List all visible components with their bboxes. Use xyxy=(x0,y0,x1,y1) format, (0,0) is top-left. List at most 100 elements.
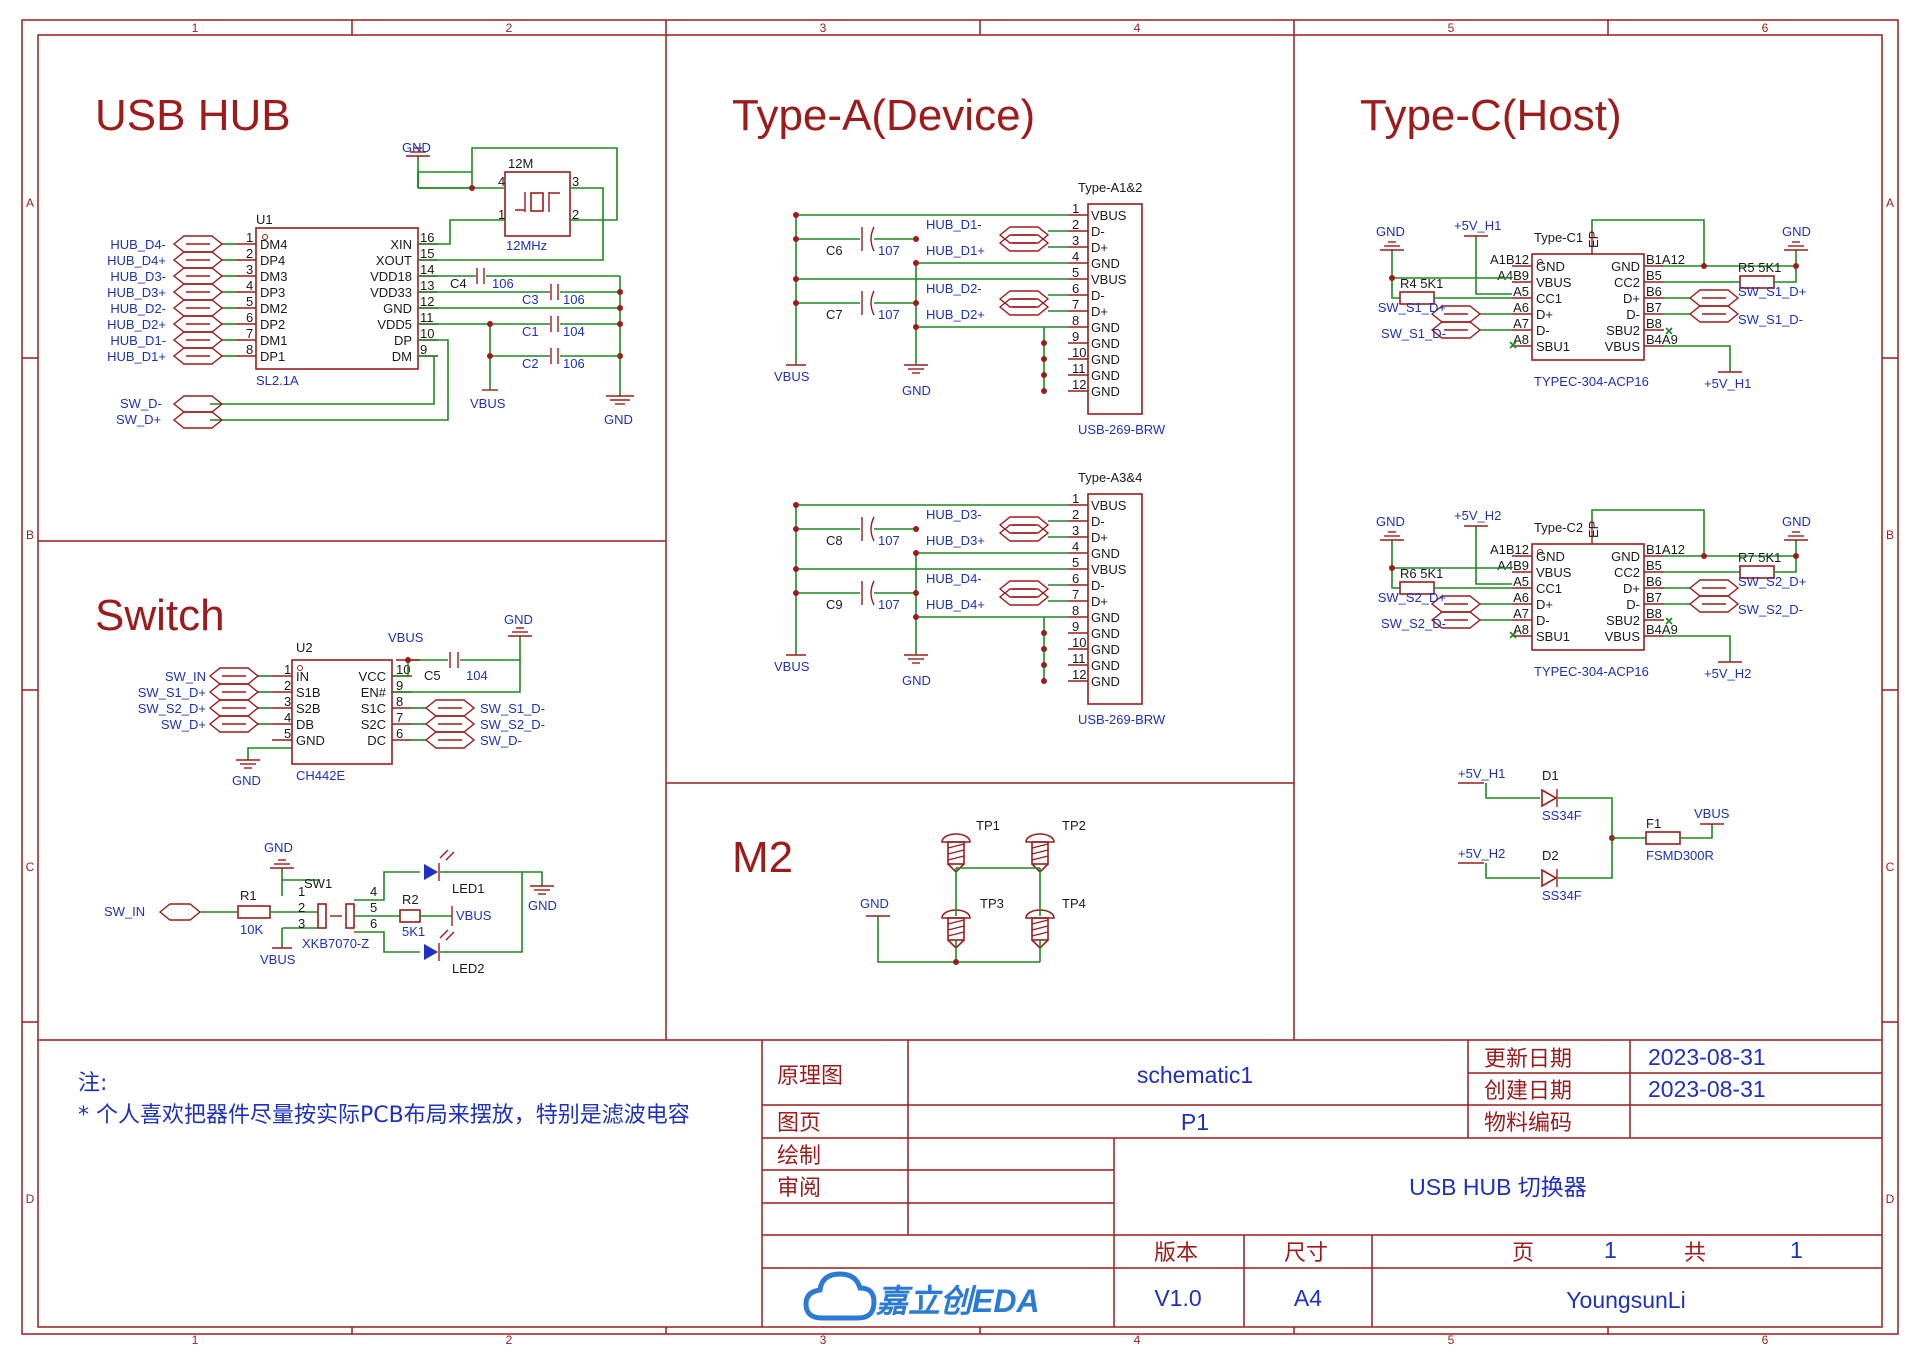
u2-net-2: SW_S1_D+ xyxy=(138,685,206,700)
type-a-port-hub-d1-[interactable] xyxy=(998,234,1050,252)
ruler-col-3-bottom: 3 xyxy=(820,1333,827,1347)
crystal-body[interactable] xyxy=(504,171,571,237)
type-a-port-hub-d3-[interactable] xyxy=(998,516,1050,534)
c3-value: 106 xyxy=(563,292,585,307)
diode-d1[interactable] xyxy=(1541,788,1558,808)
type-a-connector-0[interactable] xyxy=(1087,203,1143,415)
type-c-net-left-0-1: SW_S1_D- xyxy=(1381,326,1446,341)
type-c-port-left-1-1[interactable] xyxy=(1430,611,1482,629)
type-a-port-hub-d4-[interactable] xyxy=(998,588,1050,606)
u2-body[interactable] xyxy=(291,659,393,765)
type-c-tag-0: Type-C1 xyxy=(1534,230,1583,245)
resistor-r1[interactable] xyxy=(237,905,271,919)
tb-version-label: 版本 xyxy=(1154,1241,1198,1266)
d1-ref: D1 xyxy=(1542,768,1559,783)
type-a-cap-val-C8: 107 xyxy=(878,533,900,548)
type-a-port-hub-d3-[interactable] xyxy=(998,524,1050,542)
type-c-connector-1[interactable] xyxy=(1531,543,1645,651)
type-a-port-hub-d2-[interactable] xyxy=(998,290,1050,308)
logo-text: 嘉立创EDA xyxy=(876,1283,1040,1319)
type-c-port-right-1-1[interactable] xyxy=(1688,595,1740,613)
type-c-pwr-right-0: +5V_H1 xyxy=(1704,376,1751,391)
type-a-0-pin-name-4: GND xyxy=(1091,256,1120,271)
net-port-sw-in[interactable] xyxy=(158,903,202,921)
u2-port-6[interactable] xyxy=(424,731,476,749)
net-port-sw-dp[interactable] xyxy=(172,411,224,429)
fuse-f1[interactable] xyxy=(1645,831,1681,845)
type-a-net-0-0: HUB_D1- xyxy=(926,217,982,232)
cap-c4[interactable] xyxy=(476,268,486,284)
testpoint-tp3[interactable]: TP3 xyxy=(941,896,1004,950)
testpoint-tp4[interactable]: TP4 xyxy=(1025,896,1086,950)
cap-c3[interactable] xyxy=(550,284,560,300)
diode-d2[interactable] xyxy=(1541,868,1558,888)
type-c-1-outer-right-4: B8 xyxy=(1646,606,1662,621)
type-c-net-left-0-0: SW_S1_D+ xyxy=(1378,300,1446,315)
u2-port-4[interactable] xyxy=(208,715,260,733)
u1-pin-num-4: 4 xyxy=(246,278,253,293)
type-a-cap-ref-C9: C9 xyxy=(826,597,843,612)
type-a-1-pin-12: 12 xyxy=(1072,667,1086,682)
crystal-pin-1: 1 xyxy=(498,207,505,222)
type-c-1-outer-right-3: B7 xyxy=(1646,590,1662,605)
u2-ref: U2 xyxy=(296,640,313,655)
u1-pin-name-4: DP3 xyxy=(260,285,285,300)
tb-total-word: 共 xyxy=(1684,1241,1706,1266)
type-c-0-inner-left-2: CC1 xyxy=(1536,291,1562,306)
type-a-port-hub-d2-[interactable] xyxy=(998,298,1050,316)
type-c-port-right-0-1[interactable] xyxy=(1688,305,1740,323)
tp-label-tp1: TP1 xyxy=(976,818,1000,833)
u2-net-8: SW_S1_D- xyxy=(480,701,545,716)
type-a-net-1-3: HUB_D4+ xyxy=(926,597,985,612)
type-a-1-pin-name-4: GND xyxy=(1091,546,1120,561)
d2-ref: D2 xyxy=(1542,848,1559,863)
switch-sw1[interactable] xyxy=(317,903,327,929)
type-c-1-outer-right-0: B1A12 xyxy=(1646,542,1685,557)
type-a-net-0-3: HUB_D2+ xyxy=(926,307,985,322)
u1-body[interactable] xyxy=(255,227,419,370)
type-c-1-outer-left-5: A8 xyxy=(1513,622,1529,637)
resistor-r2[interactable] xyxy=(399,909,421,923)
testpoint-tp1[interactable]: TP1 xyxy=(941,818,1000,874)
u1-part: SL2.1A xyxy=(256,373,299,388)
cap-c1[interactable] xyxy=(550,316,560,332)
type-c-1-inner-right-5: VBUS xyxy=(1605,629,1641,644)
type-a-port-hub-d4-[interactable] xyxy=(998,580,1050,598)
type-c-pwr-right-1: +5V_H2 xyxy=(1704,666,1751,681)
type-c-port-left-0-1[interactable] xyxy=(1430,321,1482,339)
type-c-0-inner-right-2: D+ xyxy=(1623,291,1640,306)
type-a-0-pin-name-2: D- xyxy=(1091,224,1105,239)
u2-net-6: SW_D- xyxy=(480,733,522,748)
c2-ref: C2 xyxy=(522,356,539,371)
testpoint-tp2[interactable]: TP2 xyxy=(1025,818,1086,874)
sw1-pin-6: 6 xyxy=(370,916,377,931)
type-c-connector-0[interactable] xyxy=(1531,253,1645,361)
crystal-ref: 12M xyxy=(508,156,533,171)
sw1-pin-3: 3 xyxy=(298,916,305,931)
type-a-vbus-0: VBUS xyxy=(774,369,810,384)
led1[interactable] xyxy=(424,864,438,880)
u1-pin-num-16: 16 xyxy=(420,230,434,245)
u2-pin-name-10: VCC xyxy=(359,669,386,684)
c1-ref: C1 xyxy=(522,324,539,339)
type-c-1-outer-right-1: B5 xyxy=(1646,558,1662,573)
u2-pin-num-3: 3 xyxy=(284,694,291,709)
tb-material-label: 物料编码 xyxy=(1484,1111,1572,1136)
net-port-hub-d1-[interactable] xyxy=(172,347,224,365)
type-a-connector-1[interactable] xyxy=(1087,493,1143,705)
type-a-port-hub-d1-[interactable] xyxy=(998,226,1050,244)
u1-pin-name-8: DP1 xyxy=(260,349,285,364)
r1-ref: R1 xyxy=(240,888,257,903)
type-a-0-pin-name-6: D- xyxy=(1091,288,1105,303)
cap-c2[interactable] xyxy=(550,348,560,364)
title-type-a: Type-A(Device) xyxy=(732,91,1035,140)
type-c-0-outer-left-4: A7 xyxy=(1513,316,1529,331)
tp-label-tp2: TP2 xyxy=(1062,818,1086,833)
type-a-cap-val-C9: 107 xyxy=(878,597,900,612)
ruler-row-a: A xyxy=(26,196,34,210)
c5-value: 104 xyxy=(466,668,488,683)
led2[interactable] xyxy=(424,944,438,960)
